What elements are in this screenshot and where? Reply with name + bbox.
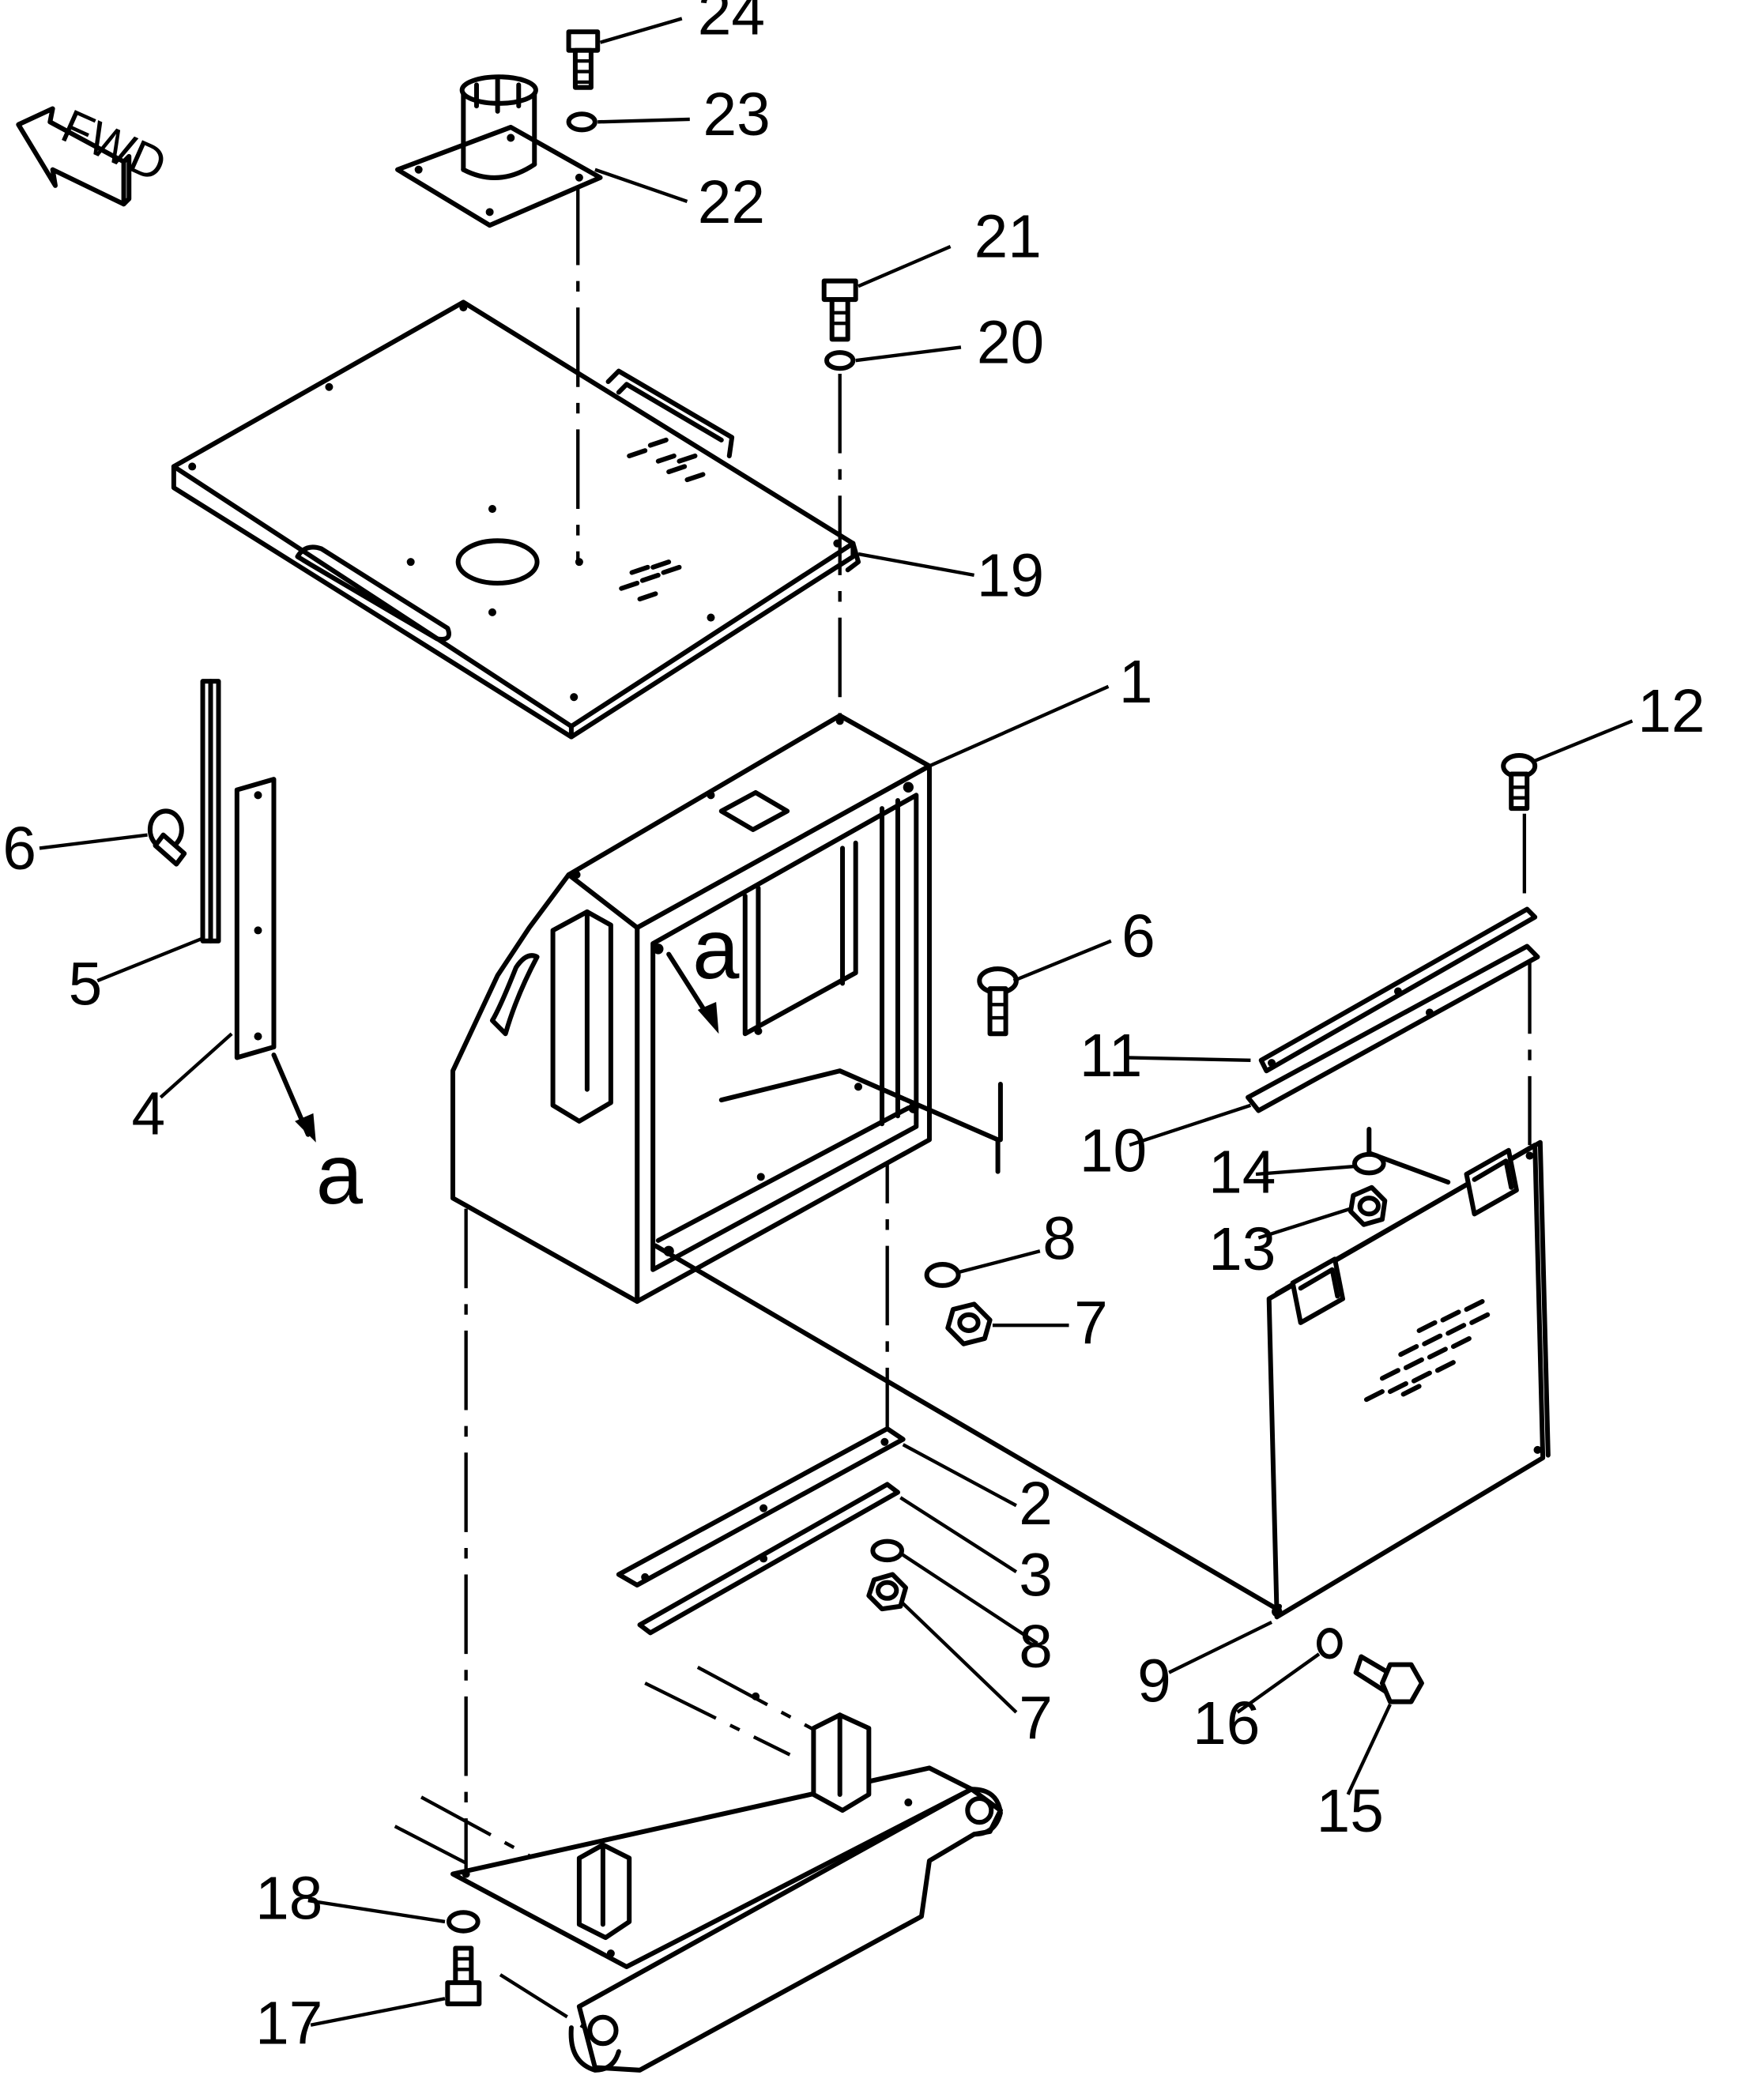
callout-7-upper: 7 bbox=[1074, 1289, 1108, 1357]
callout-6-left: 6 bbox=[2, 815, 36, 883]
callout-14: 14 bbox=[1208, 1138, 1276, 1206]
callout-19: 19 bbox=[977, 542, 1044, 610]
part-3-strip bbox=[637, 1482, 900, 1636]
part-8-washer-icon bbox=[870, 1538, 904, 1563]
leader-line bbox=[653, 1243, 1280, 1612]
view-marker-outer: a bbox=[316, 1127, 364, 1222]
part-7-nut-icon bbox=[945, 1301, 993, 1346]
callout-22: 23 bbox=[703, 81, 770, 149]
part-7-nut-icon bbox=[866, 1572, 908, 1612]
part-19-top-cover bbox=[171, 299, 861, 740]
callout-2: 2 bbox=[1019, 1470, 1053, 1538]
part-1-housing bbox=[450, 713, 932, 1305]
callout-13: 13 bbox=[1208, 1215, 1276, 1283]
part-23-bolt-icon bbox=[821, 278, 858, 342]
part-8-washer-icon bbox=[924, 1262, 961, 1288]
callout-9: 9 bbox=[1137, 1647, 1171, 1715]
callout-21: 24 bbox=[698, 0, 765, 48]
part-9-side-door bbox=[1266, 1126, 1551, 1620]
leader-line bbox=[718, 1068, 1001, 1174]
callout-6-right: 6 bbox=[1121, 902, 1155, 970]
part-16-washer-icon bbox=[1317, 1627, 1343, 1659]
part-5-strip bbox=[200, 679, 221, 943]
part-21-bolt-icon bbox=[566, 29, 601, 90]
callout-15: 15 bbox=[1317, 1777, 1384, 1845]
callout-8-lower: 8 bbox=[1019, 1613, 1053, 1681]
part-6-bolt-icon bbox=[147, 808, 187, 867]
fwd-arrow-icon: FWD bbox=[16, 100, 174, 207]
view-marker-inner: a bbox=[692, 901, 740, 996]
part-22-washer-icon bbox=[566, 111, 597, 133]
part-24-washer-icon bbox=[824, 350, 856, 371]
part-10-strap bbox=[1246, 943, 1540, 1113]
part-12-bolt-icon bbox=[1501, 752, 1538, 812]
callout-10: 10 bbox=[1080, 1117, 1147, 1184]
callout-11: 11 bbox=[1080, 1022, 1143, 1090]
callout-8-upper: 8 bbox=[1042, 1204, 1076, 1272]
part-13-nut-icon bbox=[1348, 1184, 1388, 1227]
callout-20: 22 bbox=[698, 168, 765, 236]
callout-18: 18 bbox=[255, 1864, 322, 1932]
callout-24: 20 bbox=[977, 308, 1044, 376]
part-4-plate bbox=[234, 777, 277, 1060]
part-17-bolt-icon bbox=[445, 1945, 482, 2006]
callout-23: 21 bbox=[974, 202, 1042, 270]
part-2-plate bbox=[616, 1426, 906, 1587]
callout-5: 5 bbox=[69, 950, 103, 1018]
part-15-bolt-icon bbox=[1353, 1654, 1424, 1704]
part-6-bolt-icon bbox=[977, 966, 1019, 1037]
callout-4: 4 bbox=[132, 1079, 166, 1147]
callout-1: 1 bbox=[1119, 648, 1153, 716]
callout-17: 17 bbox=[255, 1989, 322, 2057]
base-frame bbox=[394, 1666, 1003, 2073]
callout-16: 16 bbox=[1193, 1689, 1260, 1757]
callout-3: 3 bbox=[1019, 1541, 1053, 1609]
part-14-washer-icon bbox=[1351, 1151, 1386, 1176]
callout-7-lower: 7 bbox=[1019, 1684, 1053, 1752]
part-20-bracket bbox=[395, 74, 603, 228]
part-18-washer-icon bbox=[446, 1910, 481, 1934]
callout-12: 12 bbox=[1638, 677, 1705, 745]
